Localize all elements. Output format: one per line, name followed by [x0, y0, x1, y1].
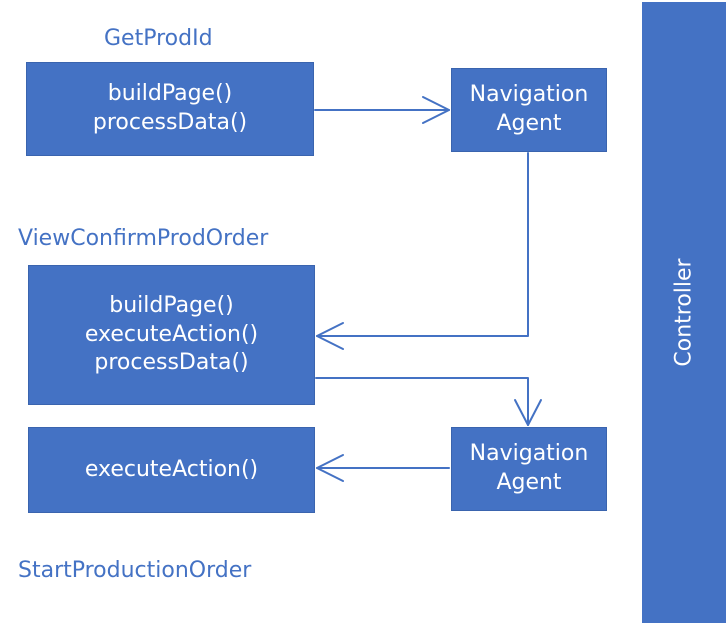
arrow-navigation-agent-to-view-confirm [316, 152, 529, 337]
get-prod-id-method-process-data: processData() [92, 110, 248, 135]
label-start-production-order: StartProductionOrder [18, 558, 252, 583]
arrowhead-navigation-agent-top [422, 96, 450, 124]
controller-bar: Controller [642, 2, 726, 623]
start-production-method-execute-action: executeAction() [84, 456, 259, 482]
navigation-agent-bottom-box: Navigation Agent [451, 427, 607, 511]
controller-label: Controller [671, 258, 697, 367]
get-prod-id-method-build-page: buildPage() [107, 81, 233, 107]
arrow-view-confirm-to-navigation-agent-bottom [315, 377, 529, 426]
label-get-prod-id: GetProdId [104, 26, 213, 51]
view-confirm-method-build-page: buildPage() [109, 293, 234, 319]
navigation-agent-bottom-line-2: Agent [496, 470, 562, 495]
arrowhead-start-production [316, 454, 344, 482]
navigation-agent-top-line-2: Agent [496, 111, 562, 136]
view-confirm-method-execute-action: executeAction() [84, 321, 259, 347]
navigation-agent-top-box: Navigation Agent [451, 68, 607, 152]
view-confirm-method-process-data: processData() [94, 350, 249, 376]
start-production-order-box: executeAction() [28, 427, 315, 513]
navigation-agent-bottom-line-1: Navigation [469, 441, 589, 467]
arrowhead-navigation-agent-bottom [514, 399, 542, 426]
view-confirm-prod-order-box: buildPage() executeAction() processData(… [28, 265, 315, 405]
arrowhead-view-confirm [316, 322, 344, 350]
get-prod-id-box: buildPage() processData() [26, 62, 314, 156]
navigation-agent-top-line-1: Navigation [469, 82, 589, 108]
label-view-confirm-prod-order: ViewConfirmProdOrder [18, 226, 269, 251]
